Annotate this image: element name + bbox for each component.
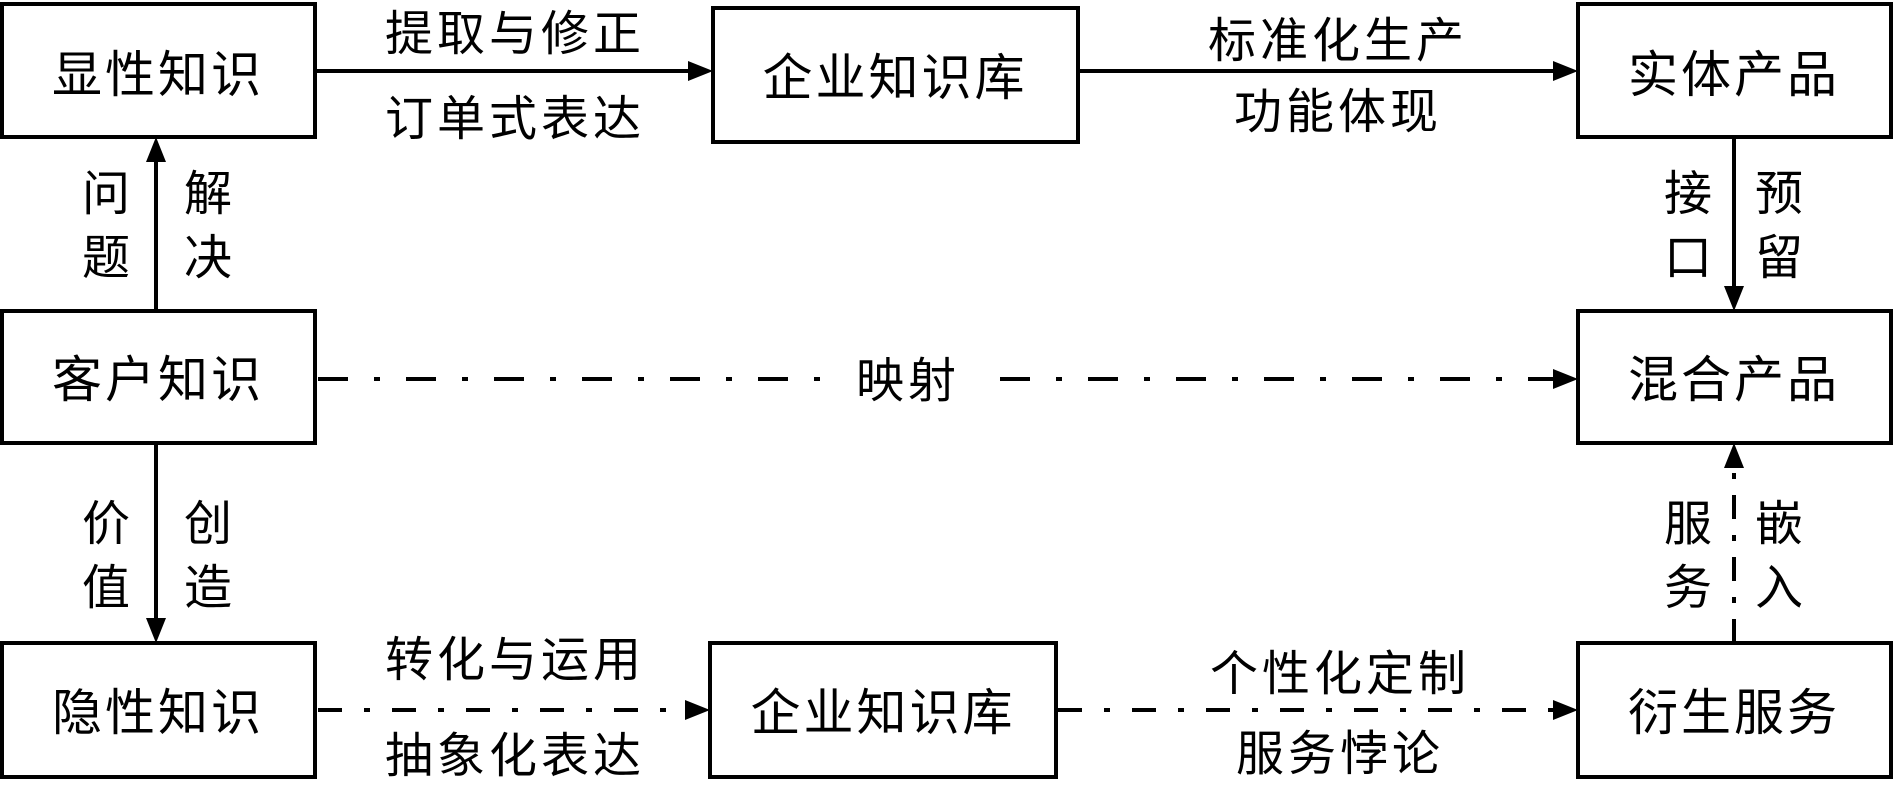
edge-label-right-2: 入 (1755, 560, 1807, 616)
edge-customer-to-explicit: 问 题 解 决 (82, 137, 236, 311)
edge-label: 映射 (856, 353, 960, 409)
edge-label-left-2: 口 (1664, 230, 1716, 286)
edge-customer-to-hybrid: 映射 (318, 353, 1578, 409)
edge-kb-to-physical: 标准化生产 功能体现 (1078, 13, 1578, 140)
edge-label-right-1: 嵌 (1755, 496, 1807, 552)
node-tacit-knowledge: 隐性知识 (0, 641, 317, 779)
arrowhead (1553, 700, 1578, 720)
edge-label-left-1: 接 (1664, 166, 1716, 222)
node-label: 隐性知识 (52, 684, 264, 742)
node-enterprise-kb-bottom: 企业知识库 (708, 641, 1058, 779)
edge-label-above: 标准化生产 (1208, 13, 1468, 69)
edge-label-right-1: 解 (184, 166, 236, 222)
arrowhead (1553, 369, 1578, 389)
arrowhead (1724, 443, 1744, 468)
node-label: 实体产品 (1628, 46, 1840, 104)
edge-label-left-1: 价 (82, 496, 134, 552)
node-label: 混合产品 (1628, 351, 1840, 409)
node-label: 企业知识库 (751, 684, 1016, 742)
edge-label-below: 服务悖论 (1236, 726, 1444, 782)
node-customer-knowledge: 客户知识 (0, 309, 317, 445)
arrowhead (1724, 286, 1744, 311)
node-hybrid-product: 混合产品 (1576, 309, 1893, 445)
node-label: 客户知识 (52, 351, 264, 409)
edge-label-left-1: 服 (1664, 496, 1716, 552)
node-label: 显性知识 (52, 46, 264, 104)
edge-label-right-2: 留 (1755, 230, 1807, 286)
edge-label-left-1: 问 (82, 166, 134, 222)
edge-label-above: 转化与运用 (385, 632, 645, 688)
edge-kb-to-service: 个性化定制 服务悖论 (1058, 646, 1578, 782)
edge-label-above: 个性化定制 (1210, 646, 1470, 702)
edge-label-right-2: 造 (184, 560, 236, 616)
node-enterprise-kb-top: 企业知识库 (711, 6, 1080, 144)
node-derived-service: 衍生服务 (1576, 641, 1893, 779)
edge-label-right-1: 预 (1755, 166, 1807, 222)
node-label: 衍生服务 (1628, 684, 1840, 742)
node-label: 企业知识库 (763, 49, 1028, 107)
node-explicit-knowledge: 显性知识 (0, 2, 317, 139)
edge-label-above: 提取与修正 (385, 6, 645, 62)
edge-customer-to-tacit: 价 值 创 造 (82, 443, 236, 643)
edge-label-right-1: 创 (184, 496, 236, 552)
edge-label-left-2: 值 (82, 560, 134, 616)
arrowhead (146, 618, 166, 643)
edge-service-to-hybrid: 服 务 嵌 入 (1664, 443, 1807, 643)
edge-label-below: 抽象化表达 (385, 728, 645, 784)
edge-physical-to-hybrid: 接 口 预 留 (1664, 137, 1807, 311)
arrowhead (688, 61, 713, 81)
edge-label-below: 功能体现 (1234, 84, 1442, 140)
edge-label-right-2: 决 (184, 230, 236, 286)
edge-label-below: 订单式表达 (385, 91, 645, 147)
edge-tacit-to-kb: 转化与运用 抽象化表达 (318, 632, 710, 784)
node-physical-product: 实体产品 (1576, 2, 1893, 139)
arrowhead (1553, 61, 1578, 81)
edge-explicit-to-kb: 提取与修正 订单式表达 (315, 6, 713, 147)
arrowhead (685, 700, 710, 720)
arrowhead (146, 137, 166, 162)
edge-label-left-2: 务 (1664, 560, 1716, 616)
edge-label-left-2: 题 (82, 230, 134, 286)
